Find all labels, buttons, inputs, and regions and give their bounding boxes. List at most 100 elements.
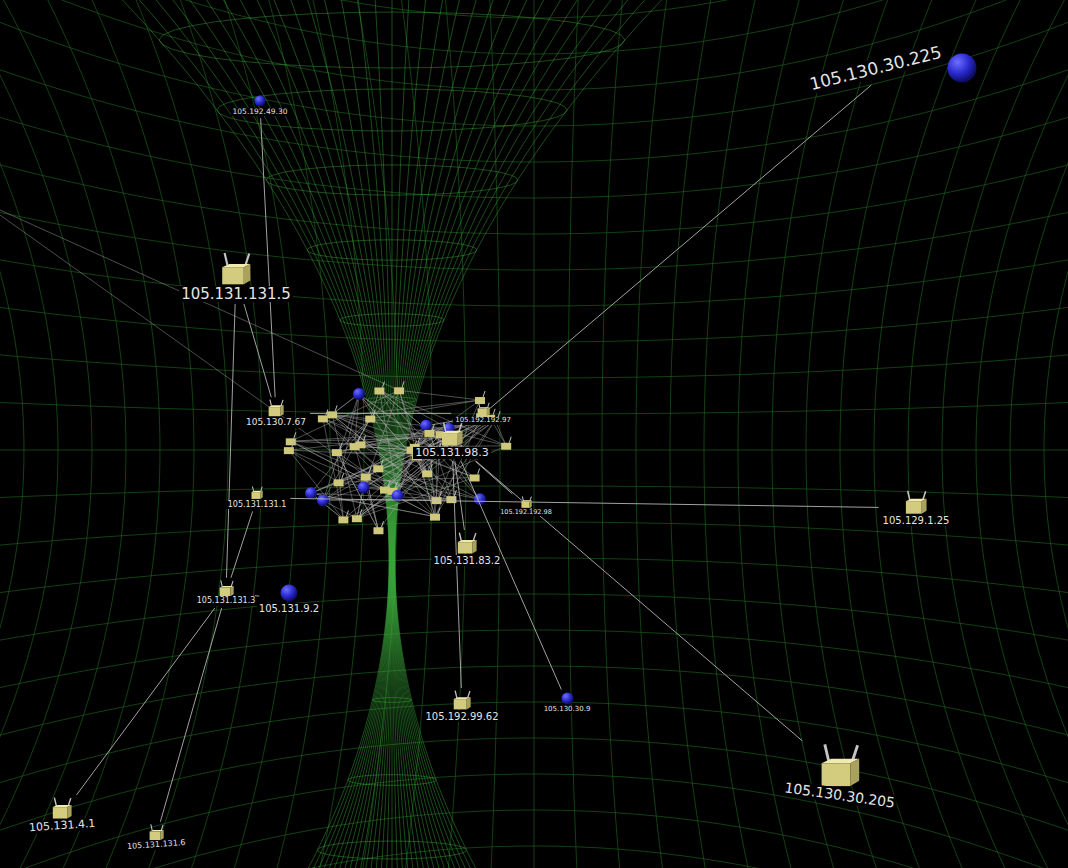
host-node: 105.192.49.30 <box>231 95 290 116</box>
grid-line <box>602 0 624 868</box>
sphere-body <box>255 96 266 107</box>
grid-line <box>0 0 126 868</box>
cluster-link <box>289 450 339 482</box>
router-body <box>327 411 337 418</box>
ip-label: 105.131.4.1 <box>26 818 97 835</box>
router-node: 105.131.4.1 <box>27 797 97 832</box>
cluster-link <box>289 450 344 519</box>
router-body <box>284 447 294 454</box>
router-body <box>422 470 432 477</box>
router-side <box>244 263 251 283</box>
cluster-link <box>426 426 506 446</box>
funnel-line <box>235 0 390 868</box>
funnel-line <box>218 0 391 868</box>
cluster-link <box>379 390 448 428</box>
cluster-node <box>422 464 432 477</box>
router-body <box>355 441 365 448</box>
router-front <box>269 407 281 416</box>
cluster-link <box>311 450 411 493</box>
router-antenna <box>292 441 294 447</box>
router-antenna <box>473 533 475 540</box>
host-sphere <box>353 388 365 400</box>
cluster-node <box>338 510 348 523</box>
router-antenna <box>402 381 404 387</box>
router-antenna <box>246 253 250 264</box>
funnel-line <box>394 0 601 868</box>
cluster-link <box>343 456 417 519</box>
network-link <box>290 498 878 507</box>
router-icon <box>52 797 72 819</box>
cluster-node <box>424 424 434 437</box>
funnel-line <box>318 841 467 859</box>
grid-line <box>738 0 805 868</box>
router-antenna <box>225 252 228 265</box>
cluster-link <box>378 468 451 499</box>
funnel-line <box>266 165 517 195</box>
funnel-line <box>372 698 411 703</box>
host-sphere <box>305 487 317 499</box>
network-link <box>261 118 276 397</box>
grid-line <box>806 0 895 868</box>
router-icon <box>268 399 284 417</box>
cluster-node <box>430 508 440 521</box>
router-antenna <box>369 468 371 474</box>
grid-line <box>173 0 262 868</box>
router-side <box>260 491 263 499</box>
router-icon <box>149 824 164 841</box>
router-body <box>470 474 480 481</box>
host-sphere <box>561 692 574 705</box>
router-antenna <box>294 432 296 438</box>
network-link <box>476 461 802 741</box>
router-body <box>365 416 375 423</box>
grid-line <box>704 0 760 868</box>
router-node: 105.131.98.3 <box>413 422 490 459</box>
router-antenna <box>150 824 152 830</box>
router-antenna <box>459 423 462 431</box>
router-icon <box>477 402 490 416</box>
router-icon <box>457 532 477 554</box>
router-side <box>280 406 284 417</box>
funnel-line <box>217 89 567 131</box>
router-icon <box>820 743 860 787</box>
router-side <box>160 830 163 840</box>
grid-line <box>83 0 194 868</box>
router-antenna <box>342 473 344 479</box>
ip-label: 105.192.99.62 <box>423 711 500 722</box>
router-body <box>475 397 485 404</box>
router-front <box>251 492 260 499</box>
router-node: 105.131.131.6 <box>125 824 188 850</box>
router-antenna <box>440 491 442 497</box>
grid-line <box>263 0 330 868</box>
grid-line <box>1044 0 1068 868</box>
router-body <box>374 387 384 394</box>
router-antenna <box>363 435 365 441</box>
router-node: 105.129.1.25 <box>881 490 952 526</box>
cluster-link <box>323 418 398 495</box>
router-antenna <box>483 391 485 397</box>
router-icon <box>251 486 263 499</box>
funnel-line <box>200 0 390 868</box>
router-antenna <box>270 400 272 407</box>
router-antenna <box>468 691 470 698</box>
router-antenna <box>493 409 495 415</box>
ip-label: 105.131.131.3 <box>195 597 258 606</box>
router-antenna <box>459 533 461 542</box>
network-link <box>476 85 871 420</box>
ip-label: 105.131.131.6 <box>125 839 188 852</box>
router-body <box>332 449 342 456</box>
node-cluster <box>0 210 511 534</box>
router-antenna <box>346 510 348 516</box>
host-sphere <box>947 53 977 83</box>
grid-line <box>636 0 669 868</box>
cluster-link <box>357 418 490 518</box>
cluster-node <box>420 420 432 432</box>
network-link <box>461 461 561 689</box>
router-antenna <box>438 508 440 514</box>
router-side <box>67 805 71 819</box>
router-side <box>922 499 927 514</box>
cluster-link <box>311 493 343 519</box>
router-antenna <box>281 400 283 406</box>
router-antenna <box>478 468 480 474</box>
